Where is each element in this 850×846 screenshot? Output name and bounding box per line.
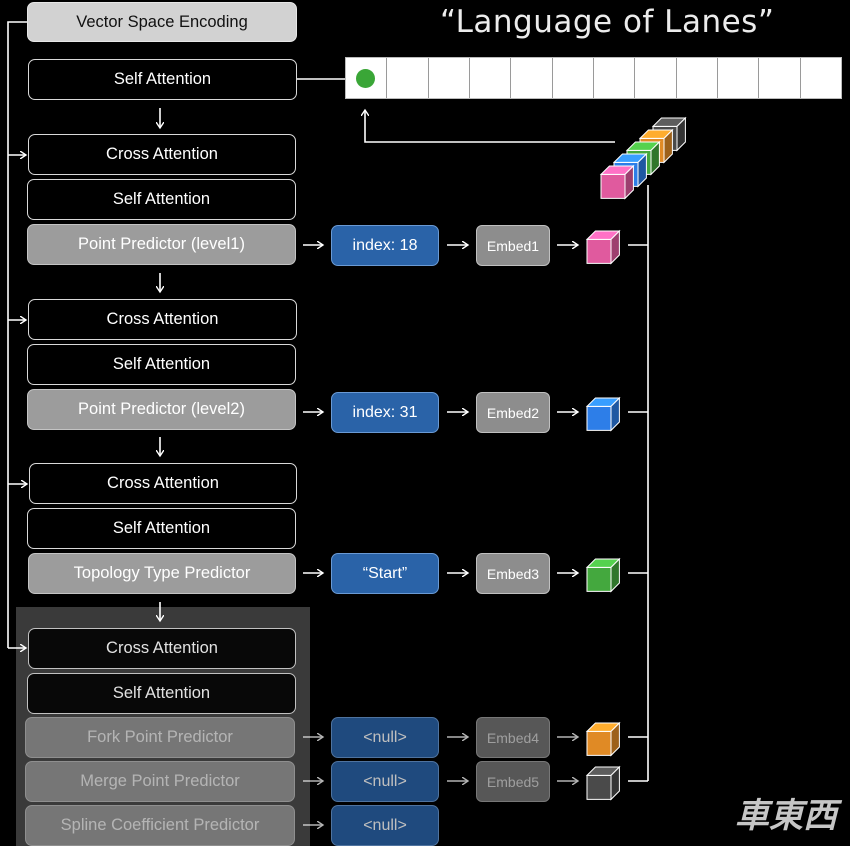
diagram-title: “Language of Lanes” — [440, 4, 775, 40]
index-output-box: index: 31 — [331, 392, 439, 433]
null-output-box: <null> — [331, 717, 439, 758]
token-sequence — [345, 57, 842, 99]
self-attention-box: Self Attention — [27, 508, 296, 549]
embedding-cube-4 — [585, 721, 621, 757]
embed1-box: Embed1 — [476, 225, 550, 266]
token-cell — [717, 58, 760, 98]
spline-coefficient-predictor-box: Spline Coefficient Predictor — [25, 805, 295, 846]
embed3-box: Embed3 — [476, 553, 550, 594]
watermark-logo: 車東西 — [735, 796, 837, 836]
self-attention-box: Self Attention — [27, 673, 296, 714]
cross-attention-box: Cross Attention — [28, 134, 296, 175]
token-cell — [635, 58, 677, 98]
merge-point-predictor-box: Merge Point Predictor — [25, 761, 295, 802]
embed2-box: Embed2 — [476, 392, 550, 433]
embedding-cube-5 — [585, 765, 621, 801]
embedding-cube-2 — [585, 396, 621, 432]
stacked-cube-1 — [599, 164, 635, 200]
token-cell — [511, 58, 553, 98]
start-output-box: “Start” — [331, 553, 439, 594]
encoder-feed-line — [7, 21, 27, 648]
embed5-box: Embed5 — [476, 761, 550, 802]
self-attention-box: Self Attention — [28, 59, 297, 100]
token-cell — [469, 58, 512, 98]
vector-space-encoding-box: Vector Space Encoding — [27, 2, 297, 42]
token-cell — [800, 58, 841, 98]
token-cell — [387, 58, 429, 98]
token-cell — [676, 58, 718, 98]
embedding-cube-3 — [585, 557, 621, 593]
null-output-box: <null> — [331, 805, 439, 846]
token-cell — [593, 58, 636, 98]
fork-point-predictor-box: Fork Point Predictor — [25, 717, 295, 758]
self-attention-box: Self Attention — [27, 344, 296, 385]
topology-type-predictor-box: Topology Type Predictor — [28, 553, 296, 594]
token-cell — [552, 58, 594, 98]
point-predictor-level1-box: Point Predictor (level1) — [27, 224, 296, 265]
token-cell — [346, 58, 388, 98]
cross-attention-box: Cross Attention — [28, 628, 296, 669]
token-cell — [428, 58, 470, 98]
point-predictor-level2-box: Point Predictor (level2) — [27, 389, 296, 430]
token-cell — [759, 58, 801, 98]
start-token-dot — [356, 69, 375, 88]
cross-attention-box: Cross Attention — [29, 463, 297, 504]
embedding-cube-1 — [585, 229, 621, 265]
index-output-box: index: 18 — [331, 225, 439, 266]
null-output-box: <null> — [331, 761, 439, 802]
self-attention-box: Self Attention — [27, 179, 296, 220]
embed4-box: Embed4 — [476, 717, 550, 758]
cross-attention-box: Cross Attention — [28, 299, 297, 340]
